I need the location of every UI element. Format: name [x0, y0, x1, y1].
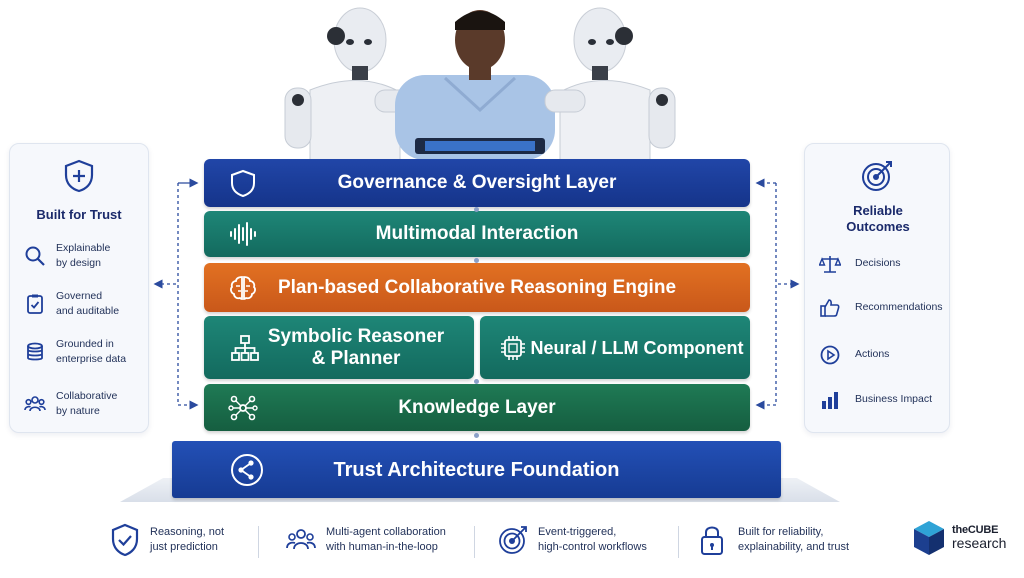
layer-label: Multimodal Interaction [375, 223, 579, 244]
share-nodes-icon [231, 453, 263, 486]
feature-divider [678, 526, 679, 558]
reliable-outcomes-panel: Reliable Outcomes Decisions Recommendati… [804, 143, 950, 433]
trust-item-line2: and auditable [56, 305, 120, 317]
feature-line2: with human-in-the-loop [326, 541, 438, 553]
cube-logo-icon [914, 521, 944, 555]
built-for-trust-panel: Built for Trust Explainable by design Gov… [9, 143, 149, 433]
feature-line1: Reasoning, not [150, 526, 224, 538]
layer-connector-dot [474, 207, 479, 212]
outcome-item-decisions: Decisions [819, 252, 947, 276]
team-icon [286, 529, 316, 550]
feature-divider [258, 526, 259, 558]
layer-label-line1: Symbolic Reasoner [267, 325, 445, 347]
padlock-icon [701, 526, 723, 555]
trust-architecture-foundation: Trust Architecture Foundation [172, 441, 781, 498]
shield-plus-icon [64, 159, 94, 193]
brain-icon [230, 275, 256, 300]
play-circle-icon [820, 345, 840, 365]
reliable-outcomes-title: Reliable Outcomes [846, 203, 910, 234]
hero-illustration [284, 7, 676, 160]
feature-line2: just prediction [150, 541, 218, 553]
database-icon [27, 342, 43, 361]
layer-label: Governance & Oversight Layer [337, 172, 617, 193]
layer-connector-dot [474, 379, 479, 384]
layer-label: Plan-based Collaborative Reasoning Engin… [277, 276, 677, 298]
magnifier-icon [25, 246, 45, 266]
network-nodes-icon [228, 395, 258, 420]
multimodal-interaction-layer: Multimodal Interaction [204, 211, 750, 257]
right-robot [544, 7, 676, 160]
target-arrow-icon [862, 161, 892, 191]
brand-line1: theCUBE [952, 524, 999, 536]
shield-icon [231, 169, 255, 198]
hierarchy-icon [231, 334, 259, 361]
outcome-label: Decisions [855, 257, 901, 269]
trust-item-governed: Governed and auditable [22, 289, 146, 323]
feature-line2: explainability, and trust [738, 541, 850, 553]
trust-item-line2: by design [56, 257, 101, 269]
symbolic-reasoner-planner-layer: Symbolic Reasoner& Planner [204, 316, 474, 379]
human-operator [395, 10, 555, 160]
outcome-label: Recommendations [855, 301, 943, 313]
trust-item-line1: Explainable [56, 242, 111, 254]
feature-line1: Multi-agent collaboration [326, 526, 446, 538]
left-robot [284, 7, 416, 160]
bar-chart-icon [822, 392, 838, 409]
built-for-trust-title: Built for Trust [36, 207, 122, 222]
layer-label: Neural / LLM Component [530, 337, 744, 358]
layer-connector-dot [474, 433, 479, 438]
sound-wave-icon [230, 222, 256, 246]
feature-line1: Event-triggered, [538, 526, 617, 538]
layer-label: Trust Architecture Foundation [333, 458, 620, 481]
feature-line2: high-control workflows [538, 541, 647, 553]
thecube-research-logo: theCUBE research [912, 519, 1022, 559]
target-icon [499, 526, 527, 554]
trust-item-line1: Collaborative [56, 390, 118, 402]
shield-check-icon [111, 523, 139, 557]
outcome-item-recommendations: Recommendations [819, 296, 947, 320]
trust-item-line2: by nature [56, 405, 100, 417]
feature-divider [474, 526, 475, 558]
chip-icon [501, 335, 525, 360]
brand-line2: research [952, 535, 1007, 551]
feature-line1: Built for reliability, [738, 526, 824, 538]
scales-icon [819, 256, 841, 273]
neural-llm-component-layer: Neural / LLM Component [480, 316, 750, 379]
clipboard-check-icon [27, 294, 43, 314]
trust-item-line2: enterprise data [56, 353, 127, 365]
people-group-icon [24, 396, 46, 412]
layer-label-line2: & Planner [311, 347, 401, 369]
outcome-item-actions: Actions [819, 343, 947, 367]
layer-connector-dot [474, 258, 479, 263]
governance-oversight-layer: Governance & Oversight Layer [204, 159, 750, 207]
knowledge-layer: Knowledge Layer [204, 384, 750, 431]
trust-item-grounded: Grounded in enterprise data [22, 337, 146, 371]
trust-item-line1: Governed [56, 290, 103, 302]
trust-item-collaborative: Collaborative by nature [22, 389, 146, 423]
trust-item-explainable: Explainable by design [22, 241, 146, 275]
trust-item-line1: Grounded in [56, 338, 114, 350]
reasoning-engine-layer: Plan-based Collaborative Reasoning Engin… [204, 263, 750, 312]
outcome-label: Business Impact [855, 393, 933, 405]
thumbs-up-icon [820, 299, 840, 317]
outcome-item-business-impact: Business Impact [819, 388, 947, 412]
layer-label: Knowledge Layer [398, 396, 556, 418]
outcome-label: Actions [855, 348, 890, 360]
